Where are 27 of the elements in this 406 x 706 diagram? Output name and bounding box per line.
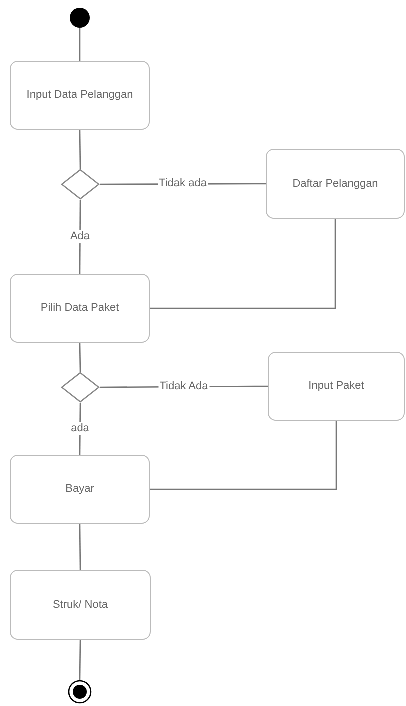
activity-label: Daftar Pelanggan	[292, 178, 378, 190]
activity-label: Pilih Data Paket	[40, 302, 120, 315]
decision-diamond	[61, 169, 100, 200]
connector-line	[79, 200, 82, 274]
activity-box	[10, 274, 150, 343]
decision-diamond	[61, 372, 100, 403]
edge-label: Ada	[69, 230, 92, 244]
connector-line	[79, 130, 82, 169]
activity-label: Input Data Pelanggan	[26, 89, 134, 102]
connector-line	[79, 403, 82, 455]
activity-box	[10, 61, 150, 130]
connector-line	[79, 640, 82, 680]
activity-label: Struk/ Nota	[52, 598, 108, 612]
activity-box	[10, 455, 150, 524]
connector-line	[150, 219, 336, 310]
activity-label: Bayar	[66, 483, 94, 496]
start-node	[70, 8, 90, 28]
activity-box	[266, 149, 405, 219]
activity-label: Input Paket	[308, 380, 364, 393]
end-node	[68, 680, 92, 704]
connector-line	[150, 421, 338, 490]
activity-box	[268, 352, 405, 421]
activity-box	[10, 570, 151, 640]
connector-line	[79, 342, 82, 372]
connector-line	[79, 524, 82, 570]
edge-label: ada	[70, 422, 90, 436]
connector-line	[79, 28, 81, 61]
